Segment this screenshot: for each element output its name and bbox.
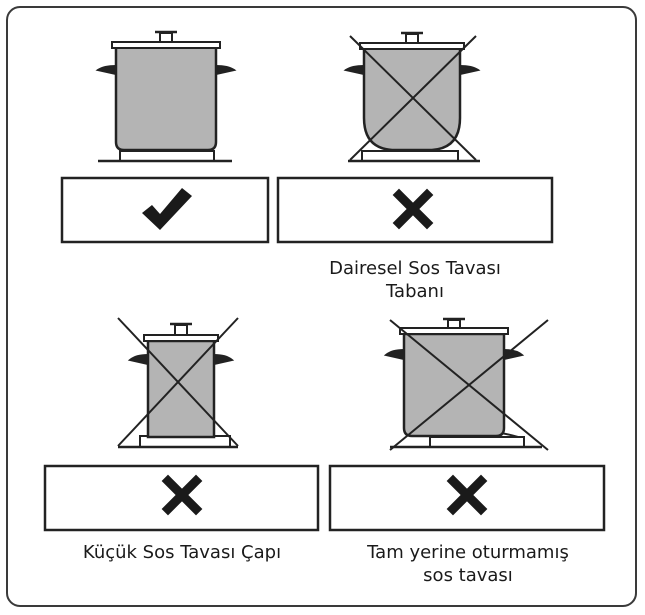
caption-line: Küçük Sos Tavası Çapı	[82, 542, 282, 563]
pot-small	[127, 322, 235, 439]
caption-not-seated: Tam yerine oturmamış sos tavası	[340, 541, 596, 587]
pot-not-seated	[383, 317, 525, 438]
strike-through-cross	[389, 319, 549, 451]
cross-icon	[446, 474, 488, 516]
panel-small-diameter	[117, 317, 239, 449]
check-icon	[142, 188, 192, 230]
caption-line: Tabanı	[386, 281, 444, 302]
caption-line: sos tavası	[423, 565, 513, 586]
caption-round-bottom: Dairesel Sos Tavası Tabanı	[290, 257, 540, 303]
diagram-frame	[6, 6, 637, 607]
cross-icon	[392, 188, 434, 230]
stove-burner	[348, 150, 480, 163]
strike-through-cross	[117, 317, 239, 447]
indicator-box-round-bottom	[276, 176, 554, 244]
strike-through-cross	[349, 35, 477, 161]
pot-correct	[95, 30, 237, 152]
indicator-box-small-diameter	[43, 464, 320, 532]
caption-small-diameter: Küçük Sos Tavası Çapı	[40, 541, 324, 564]
caption-line: Tam yerine oturmamış	[367, 542, 569, 563]
cross-icon	[161, 474, 203, 516]
panel-correct	[95, 30, 237, 163]
caption-line: Dairesel Sos Tavası	[329, 258, 501, 279]
panel-not-seated	[383, 317, 549, 451]
indicator-box-correct	[60, 176, 270, 244]
indicator-box-not-seated	[328, 464, 606, 532]
panel-round-bottom	[343, 31, 481, 163]
